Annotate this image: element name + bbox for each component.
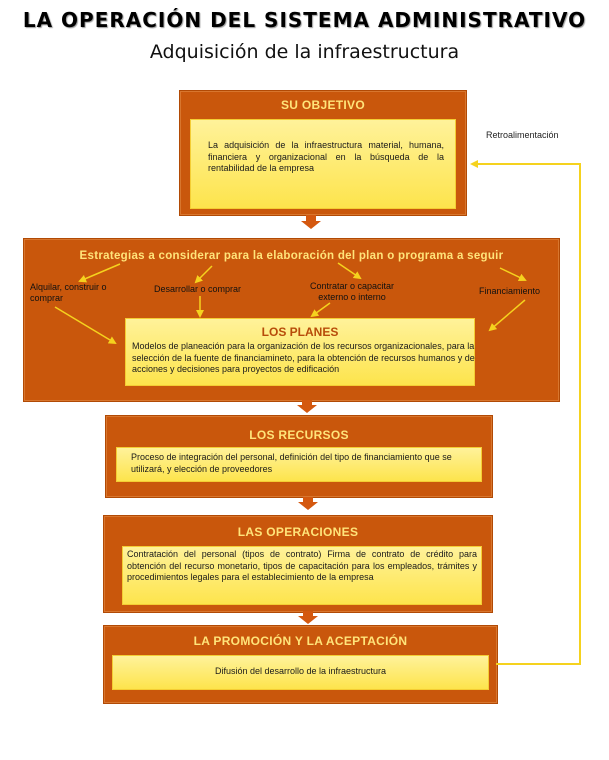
option-alquilar: Alquilar, construir o comprar [30,282,107,303]
operaciones-text: Contratación del personal (tipos de cont… [127,549,477,582]
recursos-box: LOS RECURSOS Proceso de integración del … [105,415,493,498]
recursos-title: LOS RECURSOS [249,428,349,442]
page-subtitle: Adquisición de la infraestructura [149,41,460,63]
operaciones-title: LAS OPERACIONES [237,525,359,539]
promocion-title: LA PROMOCIÓN Y LA ACEPTACIÓN [193,634,408,648]
down-arrow-4-icon [298,611,318,624]
estrategias-title: Estrategias a considerar para la elabora… [79,250,504,262]
planes-inner: LOS PLANES Modelos de planeación para la… [125,318,475,386]
objetivo-title: SU OBJETIVO [281,98,365,112]
arrow-title-to-financiamiento [499,267,527,282]
recursos-inner: Proceso de integración del personal, def… [116,447,482,482]
down-arrow-2-icon [297,400,317,413]
promocion-inner: Difusión del desarrollo de la infraestru… [112,655,489,690]
recursos-text: Proceso de integración del personal, def… [131,452,452,474]
option-contratar: Contratar o capacitar externo o interno [309,281,395,302]
promocion-box: LA PROMOCIÓN Y LA ACEPTACIÓN Difusión de… [103,625,498,704]
objetivo-inner: La adquisición de la infraestructura mat… [190,119,456,209]
arrow-title-to-desarrollar [194,265,213,284]
promocion-text: Difusión del desarrollo de la infraestru… [214,666,387,676]
objetivo-box: SU OBJETIVO La adquisición de la infraes… [179,90,467,216]
objetivo-text: La adquisición de la infraestructura mat… [208,140,444,173]
page-title: LA OPERACIÓN DEL SISTEMA ADMINISTRATIVO [22,8,587,32]
estrategias-box: Estrategias a considerar para la elabora… [23,238,560,402]
planes-title: LOS PLANES [261,325,339,339]
feedback-line [470,160,581,665]
operaciones-inner: Contratación del personal (tipos de cont… [122,546,482,605]
down-arrow-1-icon [301,215,321,229]
arrow-alquilar-to-planes [54,306,117,345]
arrow-title-to-alquilar [78,263,121,283]
arrow-contratar-to-planes [310,302,331,318]
planes-text: Modelos de planeación para la organizaci… [132,341,475,374]
arrow-financiamiento-to-planes [488,299,526,332]
feedback-label: Retroalimentación [486,130,559,140]
down-arrow-3-icon [298,497,318,510]
option-financiamiento: Financiamiento [479,286,541,296]
arrow-title-to-contratar [337,262,362,280]
option-desarrollar: Desarrollar o comprar [154,284,242,294]
operaciones-box: LAS OPERACIONES Contratación del persona… [103,515,493,613]
